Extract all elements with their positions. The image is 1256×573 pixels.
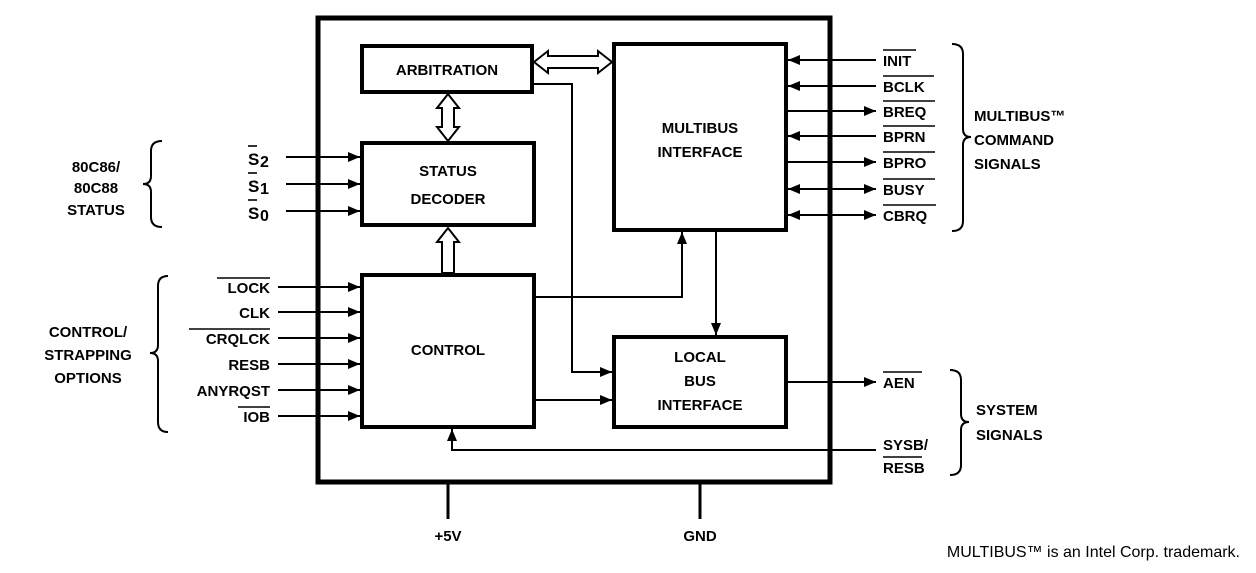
control-multibus-line: [534, 232, 687, 298]
resb-signal-label: RESB: [228, 357, 270, 374]
init-signal-label: INIT: [883, 53, 911, 70]
gnd-label: GND: [683, 528, 717, 545]
resb-system-signal-label: RESB: [883, 460, 925, 477]
arbitration-block: [360, 44, 534, 94]
sysb-signal-label: SYSB/: [883, 437, 929, 454]
multibus-group-brace: [951, 43, 972, 232]
status-group-label-3: STATUS: [67, 202, 125, 219]
crqlck-signal-label: CRQLCK: [206, 331, 270, 348]
system-group-label-2: SIGNALS: [976, 427, 1043, 444]
s2-signal-label: S 2: [248, 145, 269, 171]
status-decoder-label-1: STATUS: [419, 163, 477, 180]
status-group-label-1: 80C86/: [72, 159, 121, 176]
status-group-label-2: 80C88: [74, 180, 118, 197]
local-bus-interface-block: [612, 335, 788, 429]
control-group-label-3: OPTIONS: [54, 370, 122, 387]
multibus-interface-label-1: MULTIBUS: [662, 120, 738, 137]
anyrqst-signal-label: ANYRQST: [197, 383, 270, 400]
arbitration-local-bus-line: [532, 83, 612, 377]
multibus-group-label-3: SIGNALS: [974, 156, 1041, 173]
status-decoder-block: [360, 141, 536, 227]
control-block: [360, 273, 536, 429]
bpro-signal-label: BPRO: [883, 155, 927, 172]
local-bus-interface-label-2: BUS: [684, 373, 716, 390]
system-group-label-1: SYSTEM: [976, 402, 1038, 419]
s0-signal-text: S: [248, 204, 259, 223]
control-group-brace: [149, 275, 169, 433]
multibus-interface-block: [612, 42, 788, 232]
lock-signal-label: LOCK: [228, 280, 271, 297]
cbrq-signal-label: CBRQ: [883, 208, 927, 225]
s0-subscript: 0: [260, 208, 269, 225]
s2-subscript: 2: [260, 154, 269, 171]
control-status-bus-arrow: [434, 226, 462, 274]
control-group-label-2: STRAPPING: [44, 347, 132, 364]
arbitration-status-bus-arrow: [434, 92, 462, 143]
local-bus-interface-label-3: INTERFACE: [657, 397, 742, 414]
control-group-label-1: CONTROL/: [49, 324, 128, 341]
breq-signal-label: BREQ: [883, 104, 927, 121]
local-bus-interface-label-1: LOCAL: [674, 349, 726, 366]
s1-subscript: 1: [260, 181, 269, 198]
bprn-signal-label: BPRN: [883, 129, 926, 146]
clk-signal-label: CLK: [239, 305, 270, 322]
sysb-resb-line: [447, 429, 876, 451]
vcc-label: +5V: [434, 528, 461, 545]
bclk-signal-label: BCLK: [883, 79, 925, 96]
arbitration-multibus-bus-arrow: [532, 48, 614, 76]
s0-signal-label: S 0: [248, 199, 269, 225]
s1-signal-label: S 1: [248, 172, 269, 198]
s1-signal-text: S: [248, 177, 259, 196]
multibus-group-label-1: MULTIBUS™: [974, 108, 1065, 125]
status-group-brace: [142, 140, 163, 228]
multibus-interface-label-2: INTERFACE: [657, 144, 742, 161]
status-decoder-label-2: DECODER: [410, 191, 485, 208]
aen-signal-label: AEN: [883, 375, 915, 392]
system-group-brace: [949, 369, 970, 476]
iob-signal-label: IOB: [243, 409, 270, 426]
multibus-group-label-2: COMMAND: [974, 132, 1054, 149]
control-label: CONTROL: [411, 342, 485, 359]
busy-signal-label: BUSY: [883, 182, 925, 199]
trademark-footnote: MULTIBUS™ is an Intel Corp. trademark.: [947, 544, 1240, 561]
arbitration-label: ARBITRATION: [396, 62, 498, 79]
s2-signal-text: S: [248, 150, 259, 169]
